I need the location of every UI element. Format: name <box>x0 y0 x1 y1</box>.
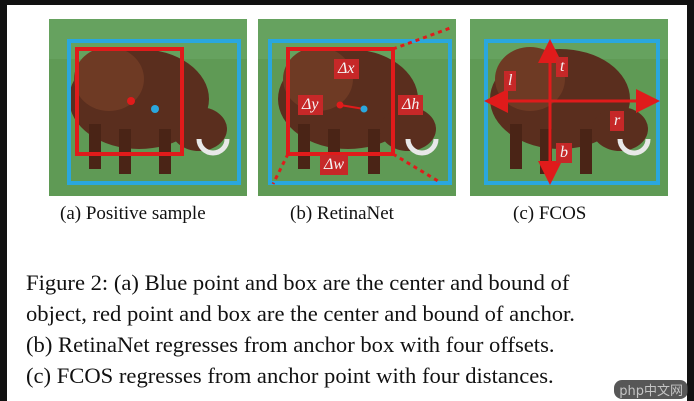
anchor-box <box>286 47 395 156</box>
panel-fcos: l t r b <box>470 19 668 196</box>
caption-line: (c) FCOS regresses from anchor point wit… <box>26 363 554 388</box>
panel-retinanet: Δx Δy Δh Δw <box>258 19 456 196</box>
distance-label: r <box>610 111 625 131</box>
subfigure-caption-c: (c) FCOS <box>513 203 587 224</box>
center-offset-line <box>339 104 365 110</box>
object-center-point <box>360 105 368 113</box>
object-center-point <box>151 105 159 113</box>
offset-dashed-line <box>392 25 454 51</box>
cow-image-c <box>470 19 668 196</box>
distance-label: l <box>504 71 517 91</box>
panel-positive-sample <box>49 19 247 196</box>
distance-label: b <box>556 143 572 163</box>
offset-dashed-line <box>271 153 290 185</box>
caption-line: Figure 2: (a) Blue point and box are the… <box>26 270 570 295</box>
subfigure-caption-a: (a) Positive sample <box>60 203 206 224</box>
watermark: php中文网 <box>614 380 688 399</box>
anchor-center-point <box>336 101 344 109</box>
object-box <box>67 39 241 185</box>
object-box <box>268 39 452 185</box>
anchor-center-point <box>127 97 135 105</box>
offset-label: Δw <box>320 155 349 175</box>
caption-line: object, red point and box are the center… <box>26 301 575 326</box>
offset-dashed-line <box>392 152 439 183</box>
cow-image-b <box>258 19 456 196</box>
figure-caption: Figure 2: (a) Blue point and box are the… <box>26 267 686 391</box>
distance-label: t <box>556 57 569 77</box>
offset-label: Δy <box>298 95 323 115</box>
cow-image-a <box>49 19 247 196</box>
figure-page: Δx Δy Δh Δw l t <box>7 5 687 401</box>
subfigure-caption-b: (b) RetinaNet <box>290 203 394 224</box>
anchor-box <box>75 47 184 156</box>
caption-line: (b) RetinaNet regresses from anchor box … <box>26 332 555 357</box>
offset-label: Δx <box>334 59 359 79</box>
offset-label: Δh <box>398 95 424 115</box>
